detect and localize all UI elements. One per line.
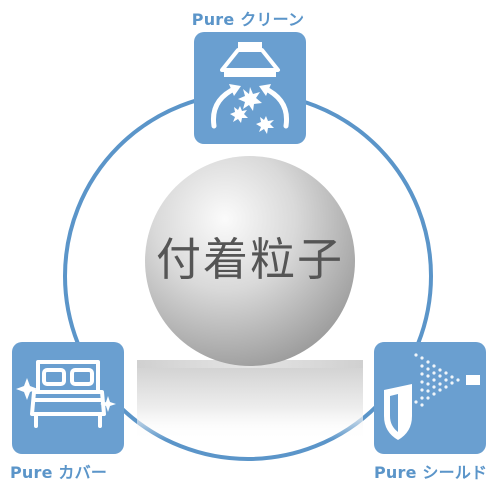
spray-shield-icon — [384, 353, 480, 440]
particle-icon-3 — [256, 116, 274, 134]
particle-sphere — [145, 156, 355, 366]
clean-node — [194, 32, 306, 144]
particle-icon-2 — [230, 106, 248, 123]
clean-hood-icon — [210, 42, 290, 134]
pedestal — [137, 360, 363, 440]
bed-cover-icon — [30, 360, 106, 428]
sparkle-icon — [16, 378, 116, 412]
cover-node — [12, 342, 124, 454]
center-label: 付着粒子 — [155, 233, 344, 286]
node-label-shield: Pure シールド — [374, 463, 488, 482]
node-label-cover: Pure カバー — [10, 463, 108, 482]
shield-node — [374, 342, 486, 454]
node-label-clean: Pure クリーン — [191, 10, 305, 29]
particle-icon-1 — [238, 87, 262, 111]
